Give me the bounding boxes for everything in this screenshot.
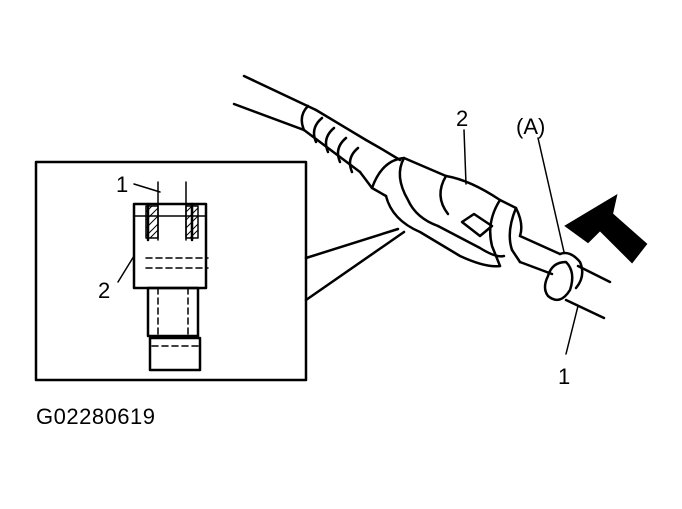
inset-leader-1 <box>133 183 161 193</box>
pipe <box>564 264 612 320</box>
pipe-label: 1 <box>558 364 570 389</box>
figure-code: G02280619 <box>36 404 156 429</box>
leader-a <box>537 137 565 253</box>
hose <box>232 74 402 198</box>
leader-1 <box>565 305 579 355</box>
inset-connector-label: 2 <box>98 278 110 303</box>
ring-label: (A) <box>516 114 545 139</box>
inset-connector-section <box>132 181 209 372</box>
leader-2 <box>463 129 467 185</box>
inset-leader-lower <box>304 230 406 302</box>
inset-frame <box>34 160 308 382</box>
quick-connector <box>370 156 562 276</box>
push-direction-arrow-icon <box>564 193 648 264</box>
retainer-ring <box>543 251 584 302</box>
inset-leader-2 <box>117 255 135 283</box>
inset-leader-upper <box>304 227 400 260</box>
connector-label: 2 <box>456 106 468 131</box>
inset-pipe-label: 1 <box>116 172 128 197</box>
